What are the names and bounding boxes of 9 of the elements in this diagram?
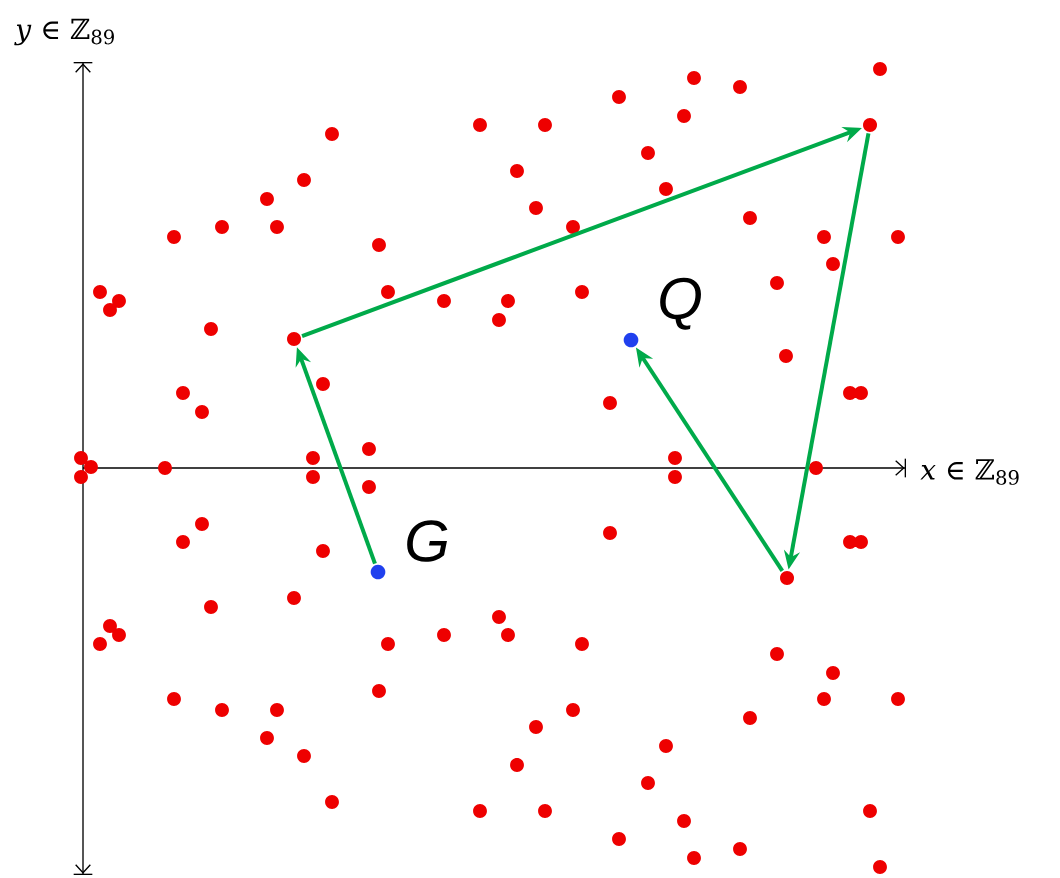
axis-label: y ∈ ℤ$_{89}$: [14, 18, 114, 46]
point-label: Q: [660, 277, 701, 330]
curve-point: [370, 564, 386, 580]
axis-label: x ∈ ℤ$_{89}$: [920, 459, 1019, 485]
curve-point: [623, 332, 639, 348]
curve-point: [287, 332, 301, 346]
point-label: G: [407, 520, 448, 562]
curve-point: [780, 571, 794, 585]
curve-point: [863, 118, 877, 132]
